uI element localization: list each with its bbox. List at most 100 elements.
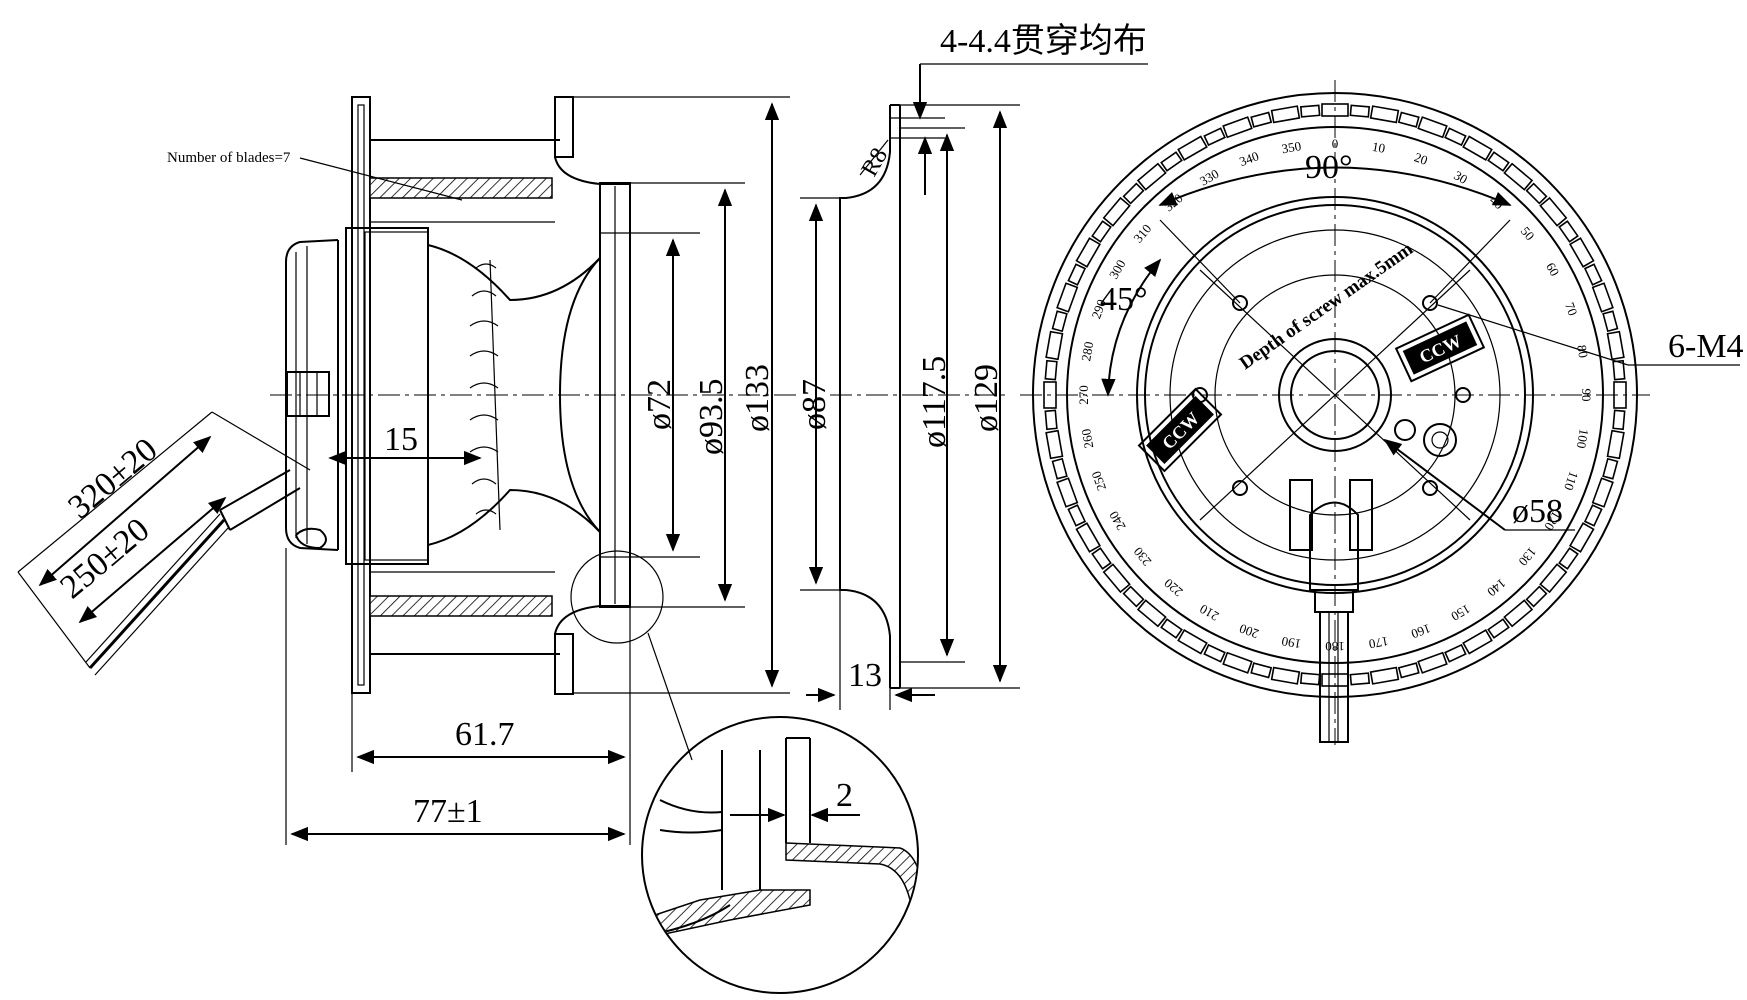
dia-87-label: ø87 (796, 379, 833, 430)
scale-label: 240 (1106, 509, 1129, 533)
side-view: Number of blades=7 320±20 250±20 15 ø72 … (17, 96, 800, 845)
scale-slot (1503, 599, 1534, 628)
scale-label: 80 (1574, 344, 1591, 359)
ccw-label-right: CCW (1394, 313, 1486, 383)
scale-slot (1250, 662, 1273, 679)
scale-slot (1558, 220, 1579, 243)
scale-slot (1349, 672, 1371, 686)
scale-slot (1397, 111, 1420, 128)
scale-label: 30 (1451, 167, 1470, 186)
scale-slot (1299, 104, 1321, 118)
scale-slot (1102, 196, 1131, 227)
front-flange (351, 96, 371, 694)
scale-label: 140 (1484, 576, 1509, 600)
inlet-ring-profile (839, 105, 891, 688)
scale-label: 190 (1280, 634, 1302, 652)
scale-label: 350 (1280, 138, 1302, 156)
scale-slot (1462, 629, 1493, 655)
scale-slot (1075, 237, 1101, 268)
scale-label: 160 (1409, 621, 1432, 642)
detail-callout-circle (570, 550, 664, 644)
dim-2-label: 2 (836, 777, 853, 814)
dim-61-7-label: 61.7 (455, 716, 515, 753)
scale-label: 280 (1078, 340, 1096, 362)
dia-72-label: ø72 (641, 379, 678, 430)
scale-label: 210 (1197, 601, 1221, 624)
detail-view: 2 (641, 716, 919, 994)
scale-label: 170 (1368, 634, 1390, 652)
dim-77-label: 77±1 (413, 793, 483, 830)
depth-note: Depth of screw max.5mm (1236, 238, 1417, 374)
blades-note: Number of blades=7 (167, 150, 291, 166)
dia-117-5-label: ø117.5 (916, 356, 953, 448)
scale-slot (1045, 330, 1064, 361)
upper-shroud-section (369, 177, 553, 199)
scale-label: 180 (1325, 639, 1345, 654)
scale-slot (1270, 666, 1301, 685)
scale-slot (1177, 629, 1208, 655)
scale-slot (1091, 220, 1112, 243)
scale-slot (1160, 151, 1183, 172)
scale-slot (1160, 618, 1183, 639)
scale-slot (1136, 162, 1167, 191)
impeller-hub-profile (427, 244, 601, 302)
scale-slot (1369, 666, 1400, 685)
scale-slot (1075, 522, 1101, 553)
scale-label: 300 (1106, 257, 1129, 281)
dia-133-label: ø133 (739, 364, 776, 432)
scale-slot (1369, 105, 1400, 124)
scale-slot (1349, 104, 1371, 118)
scale-label: 220 (1161, 576, 1186, 600)
scale-label: 340 (1237, 148, 1260, 169)
scale-slot (1299, 672, 1321, 686)
cable (85, 469, 301, 676)
scale-slot (1612, 409, 1626, 431)
dim-15-label: 15 (384, 421, 418, 458)
impeller-outer-ring (599, 182, 631, 608)
outlet-rim-bottom (554, 633, 574, 695)
scale-slot (1558, 547, 1579, 570)
impeller-blades (469, 259, 501, 531)
scale-slot (1606, 429, 1625, 460)
screw-thread-label: 6-M4 (1668, 328, 1744, 365)
dim-320-label: 320±20 (61, 431, 164, 526)
scale-slot (1606, 330, 1625, 361)
scale-slot (1051, 310, 1068, 333)
scale-slot (1056, 282, 1079, 313)
scale-label: 230 (1130, 544, 1154, 569)
scale-slot (1612, 359, 1626, 381)
ccw-label-left: CCW (1137, 387, 1223, 473)
dia-129-label: ø129 (968, 364, 1005, 432)
scale-slot (1091, 547, 1112, 570)
scale-slot (1056, 477, 1079, 508)
scale-slot (1051, 457, 1068, 480)
dim-13-label: 13 (848, 657, 882, 694)
angle-45-label: 45° (1100, 281, 1148, 318)
scale-slot (1250, 111, 1273, 128)
scale-label: 70 (1562, 300, 1581, 317)
scale-label: 250 (1088, 469, 1109, 492)
scale-slot (1569, 522, 1595, 553)
scale-label: 100 (1574, 428, 1592, 450)
scale-slot (1044, 359, 1058, 381)
scale-slot (1602, 457, 1619, 480)
scale-slot (1417, 116, 1448, 139)
cable-gland (286, 371, 330, 417)
angle-90-label: 90° (1305, 149, 1353, 186)
scale-slot (1539, 563, 1568, 594)
scale-slot (1503, 162, 1534, 191)
scale-slot (1591, 477, 1614, 508)
scale-slot (1583, 263, 1603, 286)
scale-slot (1397, 662, 1420, 679)
scale-slot (1270, 105, 1301, 124)
scale-slot (1444, 127, 1467, 147)
dia-58-label: ø58 (1512, 493, 1563, 530)
scale-slot (1569, 237, 1595, 268)
angle-45-arc (1101, 258, 1162, 397)
scale-slot (1136, 599, 1167, 628)
scale-slot (1487, 151, 1510, 172)
scale-slot (1444, 643, 1467, 663)
scale-label: 150 (1449, 601, 1473, 624)
angle-90-arc (1158, 166, 1512, 206)
lower-shroud-section (369, 595, 553, 617)
